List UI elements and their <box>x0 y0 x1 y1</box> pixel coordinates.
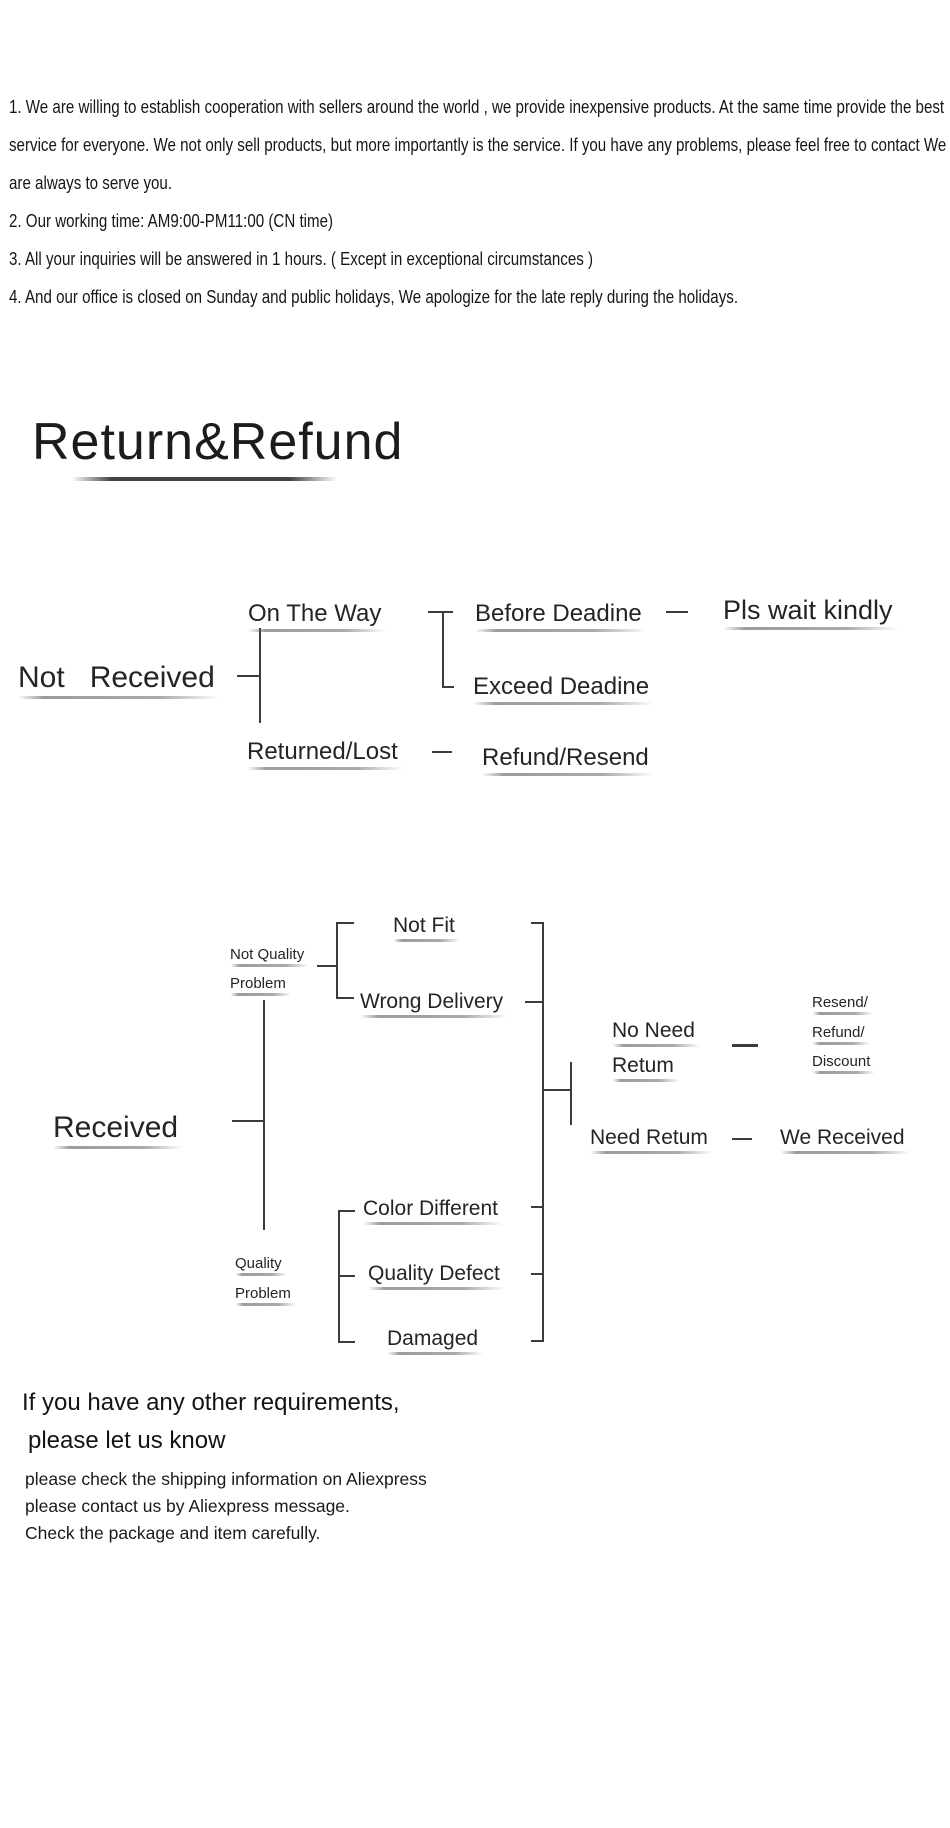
intro-paragraph: 1. We are willing to establish cooperati… <box>9 88 950 316</box>
flow2-not-quality-bracket-bottom-tick <box>338 997 354 999</box>
intro-line-4: 2. Our working time: AM9:00-PM11:00 (CN … <box>9 211 334 231</box>
flow2-not-quality-label-line2: Problem <box>230 975 291 996</box>
flow1-on-the-way-label: On The Way <box>248 600 387 632</box>
footer-note-1: please check the shipping information on… <box>25 1469 427 1489</box>
intro-line-6: 4. And our office is closed on Sunday an… <box>9 287 739 307</box>
flow2-outcome-refund-label: Refund/ <box>812 1024 870 1045</box>
flow2-no-need-return-dash <box>732 1044 758 1047</box>
flow2-collector-vertical <box>542 922 544 1342</box>
flow1-refund-resend-label: Refund/Resend <box>482 744 654 776</box>
flow2-collector-tick-quality-defect <box>531 1273 542 1275</box>
footer-heading-line1: If you have any other requirements, <box>22 1389 400 1416</box>
intro-line-2: service for everyone. We not only sell p… <box>9 135 947 155</box>
flow2-root-connector <box>232 1120 265 1122</box>
flow2-we-received-label: We Received <box>780 1126 910 1154</box>
title-underline <box>72 477 337 481</box>
flow2-root-label: Received <box>53 1111 184 1149</box>
flow1-root-label: Not Received <box>18 661 220 699</box>
flow1-bracket-vertical <box>442 611 444 688</box>
flow2-collector-output-tick <box>544 1089 572 1091</box>
flow2-wrong-delivery-label: Wrong Delivery <box>360 990 509 1018</box>
flow2-quality-bracket-vertical <box>338 1210 340 1343</box>
flow1-exceed-deadline-label: Exceed Deadine <box>473 673 655 705</box>
flow2-quality-bracket-bottom-tick <box>340 1341 355 1343</box>
flow2-not-quality-bracket-top-tick <box>338 922 354 924</box>
flow2-wrong-delivery-dash <box>525 1001 542 1003</box>
footer-note-3: Check the package and item carefully. <box>25 1523 321 1543</box>
intro-line-3: are always to serve you. <box>9 173 173 193</box>
flow1-before-deadline-label: Before Deadine <box>475 600 647 632</box>
flow2-need-return-dash <box>732 1138 752 1140</box>
footer-heading-line2: please let us know <box>28 1427 226 1454</box>
flow2-damaged-label: Damaged <box>387 1327 484 1355</box>
flow1-returned-lost-label: Returned/Lost <box>247 738 403 770</box>
flow2-quality-label-line1: Quality <box>235 1255 287 1276</box>
flow2-not-quality-dash <box>317 965 337 967</box>
footer-note-2: please contact us by Aliexpress message. <box>25 1496 350 1516</box>
flow2-quality-bracket-top-tick <box>340 1210 355 1212</box>
flow2-not-quality-bracket-vertical <box>336 922 338 999</box>
flow1-returned-lost-dash <box>432 751 452 753</box>
flow1-root-connector <box>237 675 260 677</box>
flow2-quality-bracket-mid-tick <box>340 1275 355 1277</box>
flow2-not-fit-label: Not Fit <box>393 914 460 942</box>
flow2-branch-vertical <box>263 1000 265 1230</box>
flow2-need-return-label: Need Retum <box>590 1126 713 1154</box>
flow2-not-quality-label-line1: Not Quality <box>230 946 310 967</box>
flow2-decision-vertical <box>570 1062 572 1125</box>
flow1-branch-vertical <box>259 628 261 723</box>
flow2-no-need-return-label-line1: No Need <box>612 1019 700 1047</box>
intro-line-5: 3. All your inquiries will be answered i… <box>9 249 594 269</box>
flow2-outcome-resend-label: Resend/ <box>812 994 873 1015</box>
flow2-outcome-discount-label: Discount <box>812 1053 876 1074</box>
flow2-collector-tick-not-fit <box>531 922 542 924</box>
flow2-color-different-label: Color Different <box>363 1197 504 1225</box>
flow2-collector-tick-damaged <box>531 1340 542 1342</box>
page-title: Return&Refund <box>32 413 404 471</box>
flow2-no-need-return-label-line2: Retum <box>612 1054 679 1082</box>
flow1-before-deadline-dash <box>666 611 688 613</box>
flow1-bracket-top <box>428 611 453 613</box>
flow2-quality-defect-label: Quality Defect <box>368 1262 505 1290</box>
flow1-bracket-bottom-tick <box>442 686 454 688</box>
flow2-collector-tick-color-different <box>531 1206 542 1208</box>
flow1-pls-wait-label: Pls wait kindly <box>723 595 898 630</box>
intro-line-1: 1. We are willing to establish cooperati… <box>9 97 945 117</box>
flow2-quality-label-line2: Problem <box>235 1285 296 1306</box>
